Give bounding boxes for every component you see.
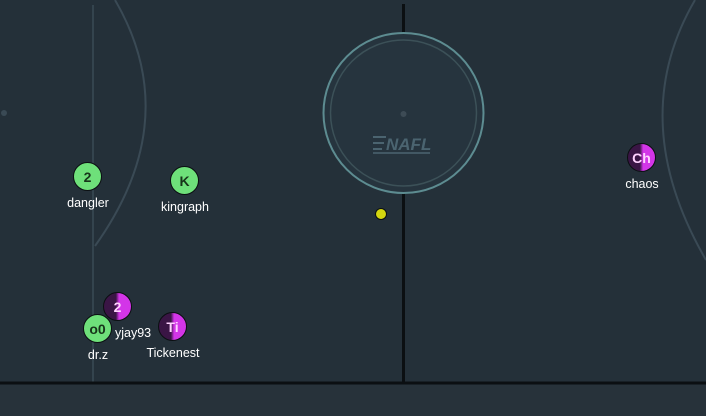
player-badge[interactable]: 2 [73,162,102,191]
left-goal-arc [94,0,147,247]
center-circle-inner [329,39,478,187]
player-badge[interactable]: 2 [103,292,132,321]
player-badge[interactable]: o0 [83,314,112,343]
left-spot [1,110,7,116]
player-badge[interactable]: Ti [158,312,187,341]
right-goal-arc [661,0,706,261]
nafl-logo: NAFL [373,135,431,154]
player-badge[interactable]: K [170,166,199,195]
bottom-out-of-bounds [0,385,706,416]
puck [375,208,387,220]
logo-text: NAFL [386,135,431,154]
player-badge[interactable]: Ch [627,143,656,172]
center-spot [400,111,407,117]
